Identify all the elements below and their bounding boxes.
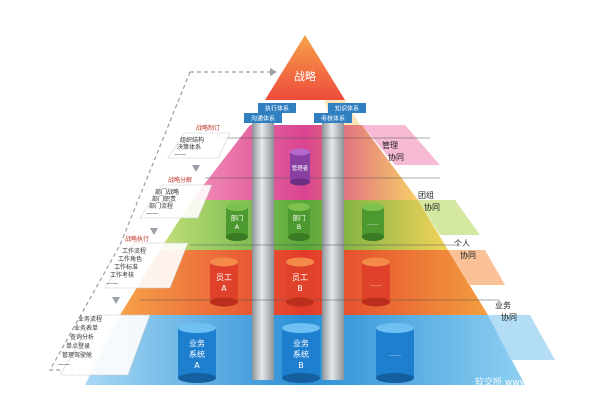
system-b-line1: 业务 — [293, 338, 309, 348]
cylinder-staff-a: 员工 A — [210, 257, 238, 307]
watermark: 软交所 www.csix.cn — [475, 376, 560, 388]
connector-lines — [140, 137, 500, 301]
system-b-line3: B — [298, 361, 304, 370]
system-a-line3: A — [194, 361, 200, 370]
panel-4-line-4: 单点登录 — [66, 342, 90, 350]
tag-assessment-label: 考核体系 — [321, 115, 345, 123]
panel-1-line-2: 决策体系 — [177, 143, 201, 151]
panel-3-line-5: —— — [106, 280, 118, 287]
system-etc-label: …… — [389, 351, 401, 358]
cylinder-staff-etc: …… — [362, 257, 390, 307]
dept-a-line2: A — [235, 223, 240, 231]
wing-magenta — [362, 125, 440, 165]
apex-triangle — [265, 35, 345, 100]
staff-etc-label: …… — [370, 281, 382, 288]
panel-business-functions: 业务流程 业务表单 查询分析 单点登录 管理驾驶舱 —— — [58, 314, 151, 376]
panel-3-title: 战略执行 — [125, 235, 149, 243]
system-b-line2: 系统 — [293, 349, 309, 359]
tag-assessment-system — [314, 113, 352, 123]
panel-strategy-decomposition: 战略分解 部门战略 部门职责 部门流程 —— — [139, 176, 213, 219]
tag-communication-label: 沟通体系 — [251, 115, 275, 123]
tag-execution-label: 执行体系 — [265, 105, 289, 113]
panel-1-line-3: —— — [174, 151, 186, 158]
down-arrow-icons — [112, 165, 200, 304]
flow-arrow-icon — [270, 68, 277, 76]
apex-label: 战略 — [294, 69, 316, 83]
side-label-person-2: 协同 — [460, 250, 476, 260]
panel-3-line-1: 工作流程 — [122, 247, 146, 255]
panel-3-line-2: 工作角色 — [118, 255, 142, 263]
cylinder-dept-etc: …… — [362, 203, 384, 241]
dept-a-line1: 部门 — [231, 213, 244, 222]
dept-etc-label: …… — [367, 220, 379, 227]
panel-strategy-execution: 战略执行 工作流程 工作角色 工作标准 工作考核 —— — [104, 235, 189, 289]
panel-2-line-3: 部门流程 — [149, 202, 173, 210]
dept-b-line1: 部门 — [293, 213, 306, 222]
panel-3-line-3: 工作标准 — [114, 263, 138, 271]
manager-label: 管理者 — [292, 164, 309, 172]
tag-execution-system — [258, 103, 296, 113]
panel-4-line-6: —— — [58, 361, 70, 368]
panel-4-line-1: 业务流程 — [78, 315, 102, 323]
cylinder-system-a: 业务 系统 A — [178, 323, 216, 383]
side-label-business-1: 业务 — [495, 300, 511, 310]
panel-1-title: 战略制订 — [196, 124, 220, 132]
dept-b-line2: B — [297, 223, 301, 231]
tag-knowledge-label: 知识体系 — [335, 105, 359, 113]
side-label-team-1: 团组 — [418, 190, 434, 200]
staff-b-line2: B — [297, 284, 303, 293]
panel-strategy-formulation: 战略制订 组织结构 决策体系 —— — [167, 124, 231, 159]
panel-3-line-4: 工作考核 — [110, 271, 134, 279]
side-label-business-2: 协同 — [501, 312, 517, 322]
cylinder-system-etc: …… — [376, 323, 414, 383]
cylinder-dept-a: 部门 A — [226, 203, 248, 241]
system-a-line2: 系统 — [189, 349, 205, 359]
side-label-team-2: 协同 — [424, 202, 440, 212]
staff-b-line1: 员工 — [292, 273, 308, 282]
staff-a-line1: 员工 — [216, 273, 232, 282]
wing-red — [448, 250, 505, 285]
side-label-management-1: 管理 — [382, 140, 398, 150]
side-label-management-2: 协同 — [388, 152, 404, 162]
pillar-right — [322, 118, 344, 380]
panel-2-line-1: 部门战略 — [155, 188, 179, 196]
cylinder-dept-b: 部门 B — [288, 203, 310, 241]
panel-2-title: 战略分解 — [168, 176, 192, 184]
cylinder-staff-b: 员工 B — [286, 257, 314, 307]
tag-communication-system — [244, 113, 282, 123]
panel-4-line-5: 管理驾驶舱 — [62, 351, 92, 359]
cylinder-system-b: 业务 系统 B — [282, 323, 320, 383]
panel-4-line-3: 查询分析 — [70, 333, 94, 341]
panel-4-line-2: 业务表单 — [74, 324, 98, 332]
cylinder-manager: 管理者 — [290, 148, 310, 186]
system-a-line1: 业务 — [189, 338, 205, 348]
panel-1-line-1: 组织结构 — [180, 136, 204, 144]
staff-a-line2: A — [221, 284, 227, 293]
wing-blue — [488, 315, 555, 360]
pillar-left — [252, 118, 274, 380]
panel-2-line-2: 部门职责 — [152, 195, 176, 203]
wing-green — [418, 200, 480, 235]
panel-2-line-4: —— — [146, 210, 158, 217]
side-label-person-1: 个人 — [454, 239, 470, 248]
tag-knowledge-system — [328, 103, 366, 113]
